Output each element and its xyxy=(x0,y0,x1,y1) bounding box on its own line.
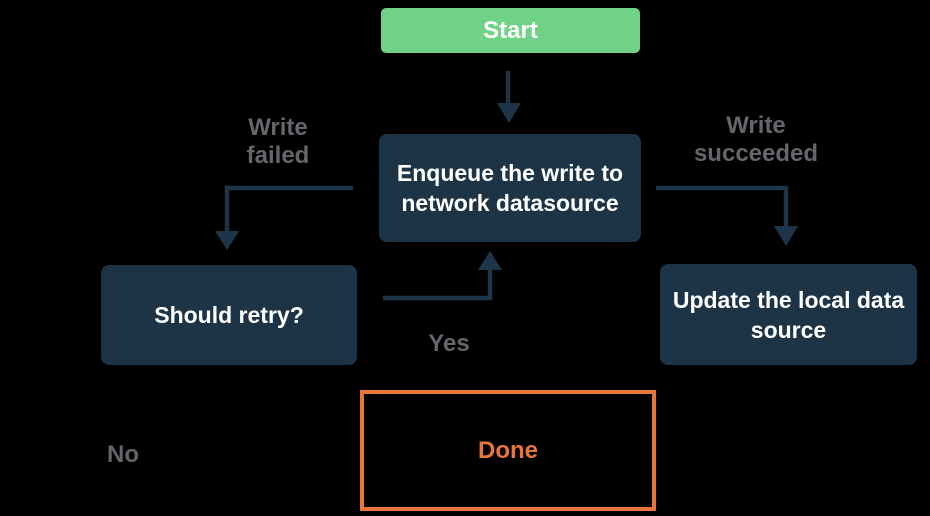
arrow-enqueue-to-retry xyxy=(215,185,353,250)
arrow-enqueue-to-update xyxy=(656,185,798,246)
node-update-local-source: Update the local data source xyxy=(660,264,917,365)
edge-label-yes: Yes xyxy=(428,330,470,357)
arrow-retry-to-enqueue xyxy=(383,251,502,301)
arrow-start-to-enqueue xyxy=(497,71,521,123)
edge-label-write-succeeded: Write succeeded xyxy=(693,112,819,167)
edge-label-no: No xyxy=(107,441,139,468)
node-should-retry: Should retry? xyxy=(101,265,357,365)
node-done: Done xyxy=(360,390,656,511)
edge-label-write-failed: Write failed xyxy=(246,114,310,169)
node-start: Start xyxy=(381,8,640,53)
node-enqueue-write: Enqueue the write to network datasource xyxy=(379,134,641,242)
